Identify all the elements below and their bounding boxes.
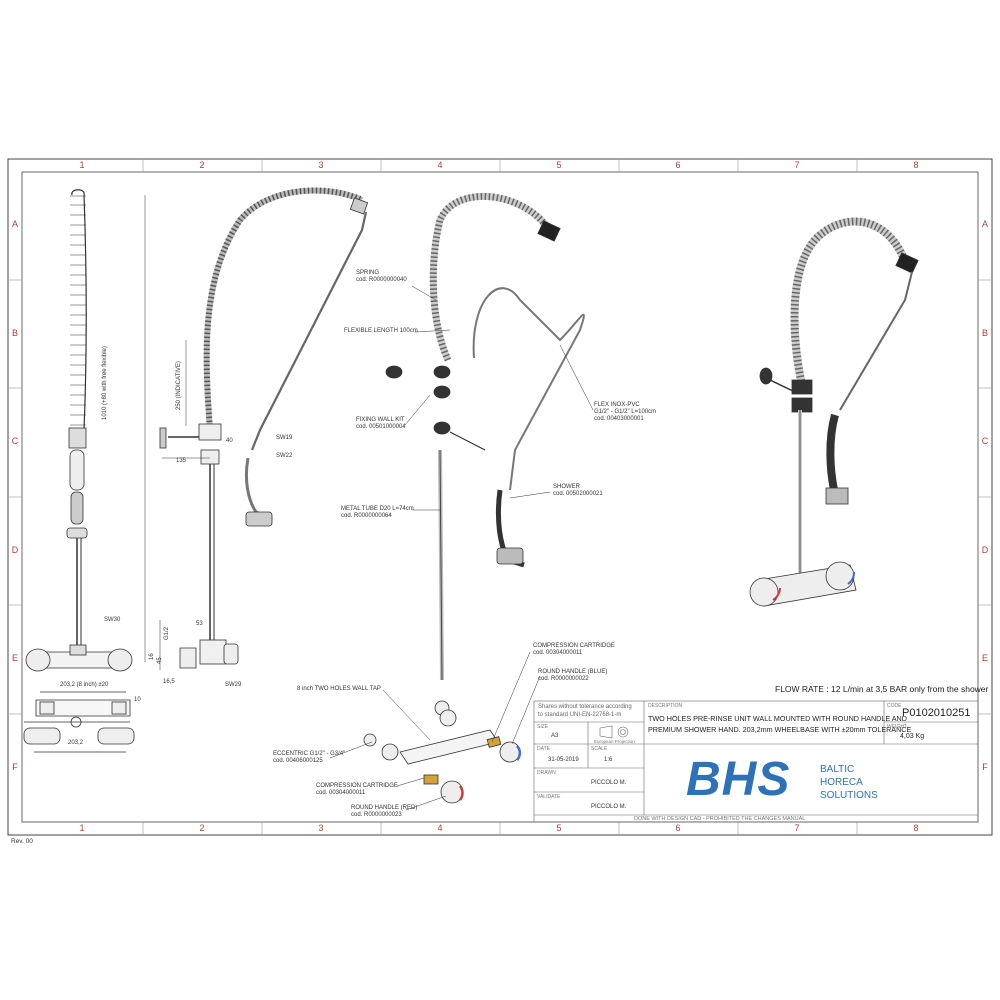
assembled-view (749, 217, 919, 607)
date-label: DATE (537, 746, 550, 752)
callout-eccentric: ECCENTRIC G1/2" - G3/4"cod. 00406000125 (273, 751, 346, 764)
dimension-width-bottom: 203,2 (68, 740, 84, 746)
flow-rate-note: FLOW RATE : 12 L/min at 3,5 BAR only fro… (775, 684, 989, 694)
grid-col-label: 8 (913, 160, 919, 170)
drawn-label: DRAWN (537, 770, 556, 776)
grid-row-label: A (981, 219, 988, 229)
grid-row-label: B (11, 328, 18, 338)
dimension-16-5: 16,5 (163, 679, 175, 685)
revision-label: Rev. 00 (11, 838, 33, 845)
dimension-53: 53 (196, 621, 203, 627)
bhs-logo: BHS (686, 753, 791, 806)
grid-col-label: 3 (318, 160, 324, 170)
weight-value: 4,03 Kg (900, 733, 925, 740)
dimension-135: 135 (176, 458, 187, 464)
grid-col-label: 2 (199, 823, 205, 833)
size-label: SIZE (537, 724, 549, 730)
date-value: 31-05-2019 (548, 757, 579, 763)
validate-value: PICCOLO M. (591, 804, 627, 810)
grid-col-label: 5 (556, 823, 562, 833)
callout-flexible-length: FLEXIBLE LENGTH 100cm (344, 328, 418, 334)
description-text: TWO HOLES PRE-RINSE UNIT WALL MOUNTED WI… (648, 714, 912, 734)
top-view (23, 691, 135, 753)
dimension-sw30: SW30 (104, 617, 121, 623)
dimension-total-height: 1010 (+80 with free flexible) (102, 346, 108, 420)
grid-col-label: 6 (675, 160, 681, 170)
grid-row-label: F (12, 762, 18, 772)
weight-label: WEIGHT (887, 724, 907, 730)
grid-col-label: 2 (199, 160, 205, 170)
dimension-g12: G1/2 (164, 626, 170, 640)
grid-col-label: 8 (913, 823, 919, 833)
dimension-45: 45 (157, 657, 163, 664)
code-value: P0102010251 (902, 707, 971, 719)
title-block-frame (533, 700, 979, 823)
exploded-view (329, 192, 594, 811)
projection-label: European Projection (594, 739, 635, 744)
grid-row-label: B (981, 328, 988, 338)
dimension-10: 10 (134, 697, 141, 703)
grid-col-label: 6 (675, 823, 681, 833)
code-label: CODE (887, 703, 902, 709)
grid-col-label: 5 (556, 160, 562, 170)
callout-round-handle-red: ROUND HANDLE (RED)cod. R0000000023 (351, 805, 418, 818)
grid-col-label: 1 (79, 160, 85, 170)
grid-row-label: E (981, 653, 988, 663)
dimension-indicative: 250 (INDICATIVE) (176, 361, 182, 410)
scale-label: SCALE (591, 746, 608, 752)
grid-row-label: A (11, 219, 18, 229)
scale-value: 1:6 (604, 757, 613, 763)
dimension-width-top: 203,2 (8 inch) ±20 (60, 682, 109, 688)
grid-row-label: D (11, 545, 19, 555)
grid-col-label: 3 (318, 823, 324, 833)
grid-row-label: E (11, 653, 18, 663)
callout-round-handle-blue: ROUND HANDLE (BLUE)cod. R0000000022 (538, 669, 608, 682)
title-block-footer: DONE WITH DESIGN CAD - PROHIBITED THE CH… (634, 816, 806, 822)
grid-col-label: 7 (794, 160, 800, 170)
side-view (144, 187, 369, 670)
drawn-value: PICCOLO M. (591, 780, 627, 786)
grid-col-label: 1 (79, 823, 85, 833)
dimension-40: 40 (226, 438, 233, 444)
dimension-sw29: SW29 (225, 682, 242, 688)
validate-label: VALIDATE (537, 794, 561, 800)
grid-col-label: 4 (437, 823, 443, 833)
grid-col-label: 4 (437, 160, 443, 170)
dimension-16: 16 (149, 653, 155, 660)
front-view (25, 189, 133, 672)
grid-row-label: C (981, 436, 989, 446)
dimension-sw22: SW22 (276, 453, 293, 459)
callout-two-holes-tap: 8 inch TWO HOLES WALL TAP (297, 686, 381, 692)
size-value: A3 (551, 733, 559, 739)
grid-row-label: F (982, 762, 988, 772)
dimension-sw19: SW19 (276, 435, 293, 441)
grid-row-label: D (981, 545, 989, 555)
grid-col-label: 7 (794, 823, 800, 833)
grid-row-label: C (11, 436, 19, 446)
description-label: DESCRIPTION (648, 703, 683, 709)
